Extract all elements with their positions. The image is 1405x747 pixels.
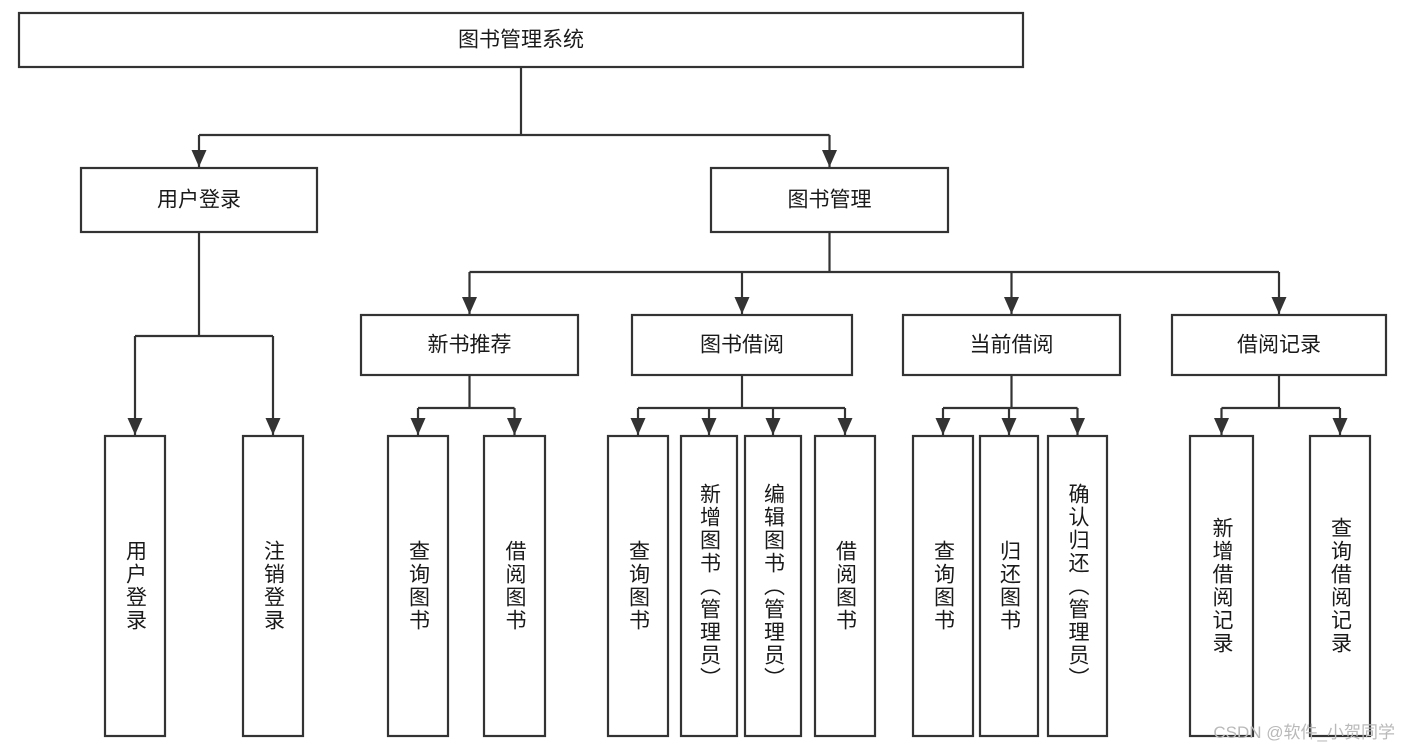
leaf-leaf-borrow-book-1[interactable]	[482, 434, 547, 738]
arrow-head-icon	[1070, 418, 1085, 435]
node-label-user-login: 用户登录	[157, 189, 241, 212]
arrow-head-icon	[191, 150, 207, 167]
node-root-root[interactable]	[17, 11, 1025, 69]
arrow-head-icon	[462, 297, 477, 314]
arrow-head-icon	[1004, 297, 1019, 314]
node-borrow-record[interactable]	[1170, 313, 1388, 377]
arrow-head-icon	[837, 418, 853, 435]
leaf-leaf-query-book-2[interactable]	[606, 434, 670, 738]
arrow-head-icon	[935, 418, 951, 435]
node-book-manage[interactable]	[709, 166, 950, 234]
leaf-leaf-query-record[interactable]	[1308, 434, 1372, 738]
arrow-head-icon	[630, 418, 646, 435]
node-user-login[interactable]	[79, 166, 319, 234]
node-label-book-borrow: 图书借阅	[700, 334, 784, 357]
arrow-head-icon	[410, 418, 426, 435]
leaf-leaf-query-book-1[interactable]	[386, 434, 450, 738]
leaf-leaf-add-book[interactable]	[679, 434, 739, 738]
arrow-head-icon	[822, 150, 837, 167]
leaf-leaf-edit-book[interactable]	[743, 434, 803, 738]
node-label-borrow-record: 借阅记录	[1237, 334, 1321, 357]
node-label-new-book-rec: 新书推荐	[428, 334, 512, 357]
leaf-leaf-logout[interactable]	[241, 434, 305, 738]
node-label-root: 图书管理系统	[458, 29, 584, 52]
arrow-head-icon	[265, 418, 281, 435]
arrow-head-icon	[1332, 418, 1348, 435]
boxes-layer	[17, 11, 1388, 738]
node-book-borrow[interactable]	[630, 313, 854, 377]
csdn-watermark: CSDN @软件_小贺同学	[1213, 723, 1395, 742]
arrow-head-icon	[1214, 418, 1229, 435]
leaf-leaf-add-record[interactable]	[1188, 434, 1255, 738]
arrow-head-icon	[734, 297, 750, 314]
node-current-borrow[interactable]	[901, 313, 1122, 377]
arrow-head-icon	[507, 418, 522, 435]
node-new-book-rec[interactable]	[359, 313, 580, 377]
leaf-leaf-user-login[interactable]	[103, 434, 167, 738]
leaf-leaf-query-book-3[interactable]	[911, 434, 975, 738]
leaf-leaf-confirm-return[interactable]	[1046, 434, 1109, 738]
node-label-current-borrow: 当前借阅	[970, 334, 1054, 357]
arrow-head-icon	[701, 418, 717, 435]
arrow-head-icon	[765, 418, 781, 435]
leaf-leaf-borrow-book-2[interactable]	[813, 434, 877, 738]
connectors-layer	[127, 67, 1348, 435]
node-label-book-manage: 图书管理	[788, 189, 872, 212]
leaf-leaf-return-book[interactable]	[978, 434, 1040, 738]
arrow-head-icon	[1271, 297, 1287, 314]
arrow-head-icon	[1001, 418, 1017, 435]
arrow-head-icon	[127, 418, 143, 435]
